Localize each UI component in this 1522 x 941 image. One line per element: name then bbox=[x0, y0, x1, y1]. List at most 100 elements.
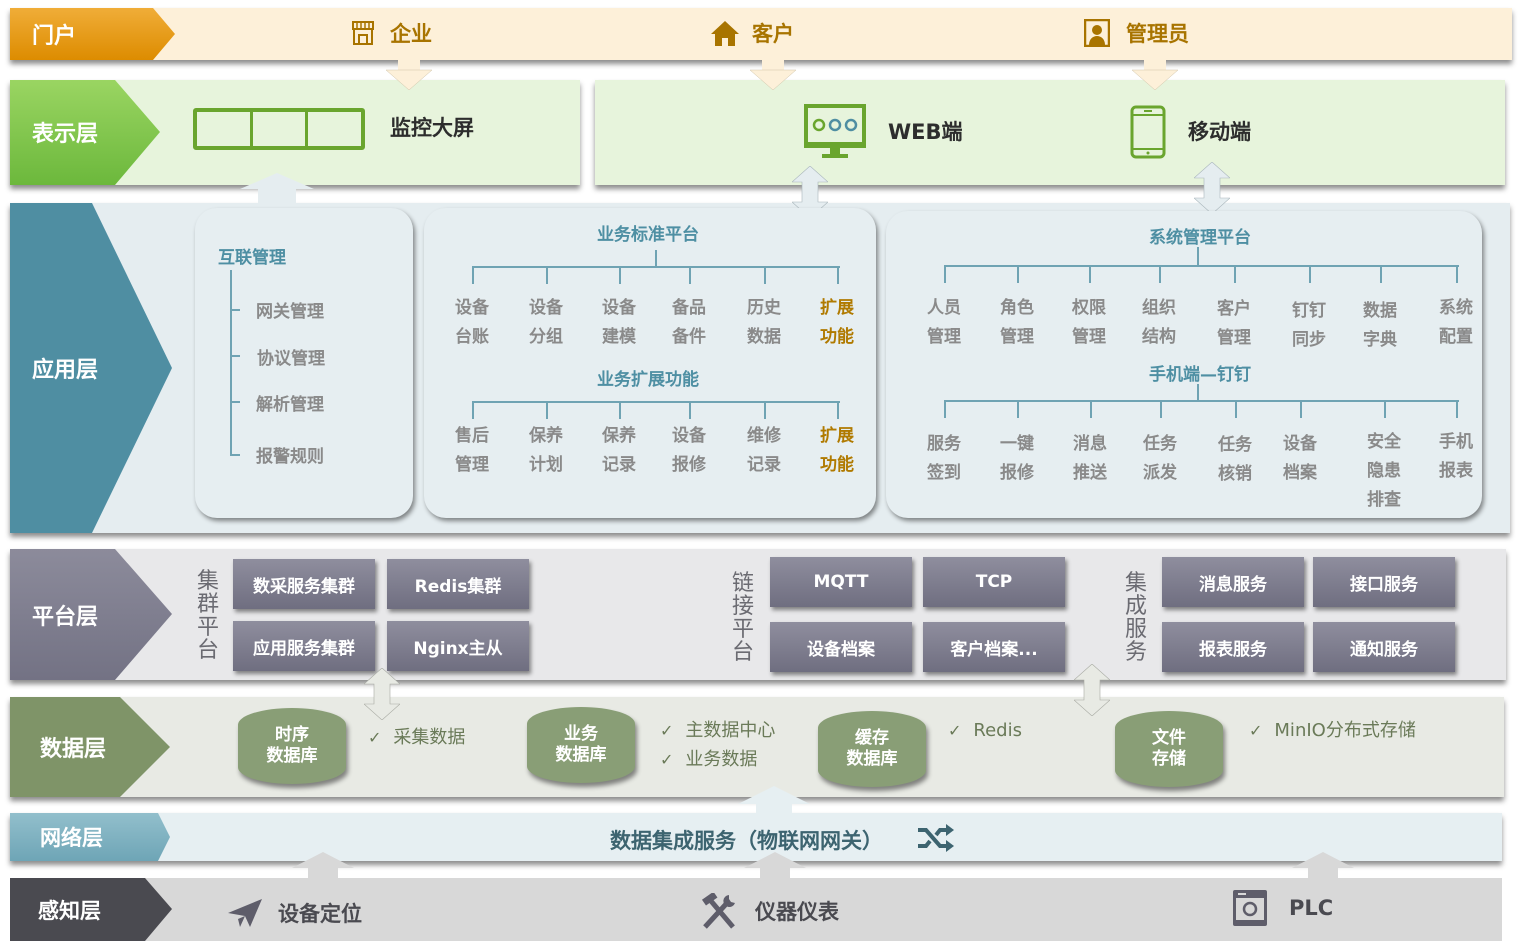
tree-branch bbox=[230, 309, 240, 311]
feature-item[interactable]: 服务 签到 bbox=[927, 434, 961, 483]
system-management-card bbox=[886, 211, 1482, 518]
feature-item[interactable]: 设备 建模 bbox=[602, 298, 636, 347]
platform-service-box[interactable]: 应用服务集群 bbox=[233, 621, 375, 671]
presentation-band-right bbox=[595, 80, 1505, 185]
tree-branch bbox=[1456, 400, 1458, 418]
up-arrow-icon bbox=[240, 173, 314, 209]
feature-item[interactable]: 手机 报表 bbox=[1439, 432, 1473, 481]
tree-branch bbox=[619, 401, 621, 419]
platform-service-box[interactable]: Nginx主从 bbox=[387, 621, 529, 671]
tree-branch bbox=[1089, 265, 1091, 283]
iot-item[interactable]: 网关管理 bbox=[256, 302, 324, 322]
tree-branch bbox=[1300, 400, 1302, 418]
platform-service-box[interactable]: 通知服务 bbox=[1313, 622, 1455, 672]
platform-service-box[interactable]: 数采服务集群 bbox=[233, 559, 375, 609]
feature-item[interactable]: 设备 报修 bbox=[672, 426, 706, 475]
perception-item-instruments[interactable]: 仪器仪表 bbox=[699, 893, 839, 929]
perception-layer-label: 感知层 bbox=[38, 898, 101, 923]
tree-branch bbox=[944, 265, 946, 283]
home-icon bbox=[711, 21, 739, 46]
platform-service-box[interactable]: 设备档案 bbox=[770, 622, 912, 672]
iot-item[interactable]: 解析管理 bbox=[256, 395, 324, 415]
presentation-layer-tag: 表示层 bbox=[10, 80, 175, 185]
iot-item[interactable]: 报警规则 bbox=[256, 447, 324, 467]
tree-branch bbox=[472, 401, 474, 419]
platform-service-box[interactable]: 消息服务 bbox=[1162, 557, 1304, 607]
portal-item-admin[interactable]: 管理员 bbox=[1084, 18, 1189, 48]
tree-branch bbox=[689, 401, 691, 419]
cache-db[interactable]: 缓存 数据库 bbox=[818, 711, 926, 787]
perception-item-location[interactable]: 设备定位 bbox=[228, 898, 362, 928]
business-extension-title: 业务扩展功能 bbox=[597, 370, 699, 390]
data-layer-tag: 数据层 bbox=[10, 697, 175, 797]
feature-item[interactable]: 备品 备件 bbox=[672, 298, 706, 347]
feature-item[interactable]: 角色 管理 bbox=[1000, 298, 1034, 347]
data-note: ✓采集数据 bbox=[368, 727, 466, 748]
up-arrow-icon bbox=[744, 852, 806, 888]
feature-item[interactable]: 组织 结构 bbox=[1142, 298, 1176, 347]
perception-item-label: PLC bbox=[1289, 896, 1334, 920]
feature-item[interactable]: 钉钉 同步 bbox=[1292, 301, 1326, 350]
web-client-label[interactable]: WEB端 bbox=[888, 120, 963, 144]
platform-service-box[interactable]: MQTT bbox=[770, 557, 912, 607]
up-arrow-icon bbox=[1292, 852, 1354, 888]
tree-branch bbox=[1090, 400, 1092, 418]
paper-plane-icon bbox=[228, 899, 262, 927]
tree-line bbox=[1197, 247, 1199, 267]
tree-branch bbox=[230, 401, 240, 403]
tree-branch bbox=[230, 355, 240, 357]
portal-item-enterprise[interactable]: 企业 bbox=[350, 18, 432, 48]
double-arrow-icon bbox=[364, 668, 400, 720]
iot-item[interactable]: 协议管理 bbox=[257, 349, 325, 369]
perception-item-label: 设备定位 bbox=[278, 902, 362, 926]
feature-item[interactable]: 数据 字典 bbox=[1363, 301, 1397, 350]
extension-feature-item[interactable]: 扩展 功能 bbox=[820, 298, 854, 347]
feature-item[interactable]: 设备 档案 bbox=[1283, 434, 1317, 483]
platform-service-box[interactable]: Redis集群 bbox=[387, 559, 529, 609]
monitor-screen-label[interactable]: 监控大屏 bbox=[390, 116, 474, 140]
feature-item[interactable]: 消息 推送 bbox=[1073, 434, 1107, 483]
portal-layer-tag: 门户 bbox=[10, 8, 175, 60]
feature-item[interactable]: 客户 管理 bbox=[1217, 299, 1251, 348]
perception-item-plc[interactable]: PLC bbox=[1233, 890, 1333, 926]
feature-item[interactable]: 人员 管理 bbox=[927, 298, 961, 347]
business-db[interactable]: 业务 数据库 bbox=[527, 707, 635, 783]
feature-item[interactable]: 一键 报修 bbox=[1000, 434, 1034, 483]
cluster-platform-label: 集 群 平 台 bbox=[196, 569, 219, 663]
feature-item[interactable]: 设备 台账 bbox=[455, 298, 489, 347]
platform-service-box[interactable]: 接口服务 bbox=[1313, 557, 1455, 607]
tree-line bbox=[472, 266, 840, 268]
feature-item[interactable]: 安全 隐患 排查 bbox=[1367, 432, 1401, 510]
mobile-client-label[interactable]: 移动端 bbox=[1188, 120, 1251, 144]
feature-item[interactable]: 保养 记录 bbox=[602, 426, 636, 475]
portal-item-customer[interactable]: 客户 bbox=[710, 18, 794, 48]
tree-branch bbox=[1384, 400, 1386, 418]
business-platform-card bbox=[424, 208, 876, 518]
feature-item[interactable]: 系统 配置 bbox=[1439, 298, 1473, 347]
feature-item[interactable]: 权限 管理 bbox=[1072, 298, 1106, 347]
platform-service-box[interactable]: 报表服务 bbox=[1162, 622, 1304, 672]
link-platform-label: 链 接 平 台 bbox=[731, 571, 754, 665]
web-monitor-icon bbox=[804, 104, 866, 158]
file-storage[interactable]: 文件 存储 bbox=[1115, 711, 1223, 787]
iot-gateway-service[interactable]: 数据集成服务（物联网网关） bbox=[610, 829, 883, 853]
portal-item-label: 企业 bbox=[390, 22, 432, 46]
platform-service-box[interactable]: TCP bbox=[923, 557, 1065, 607]
feature-item[interactable]: 设备 分组 bbox=[529, 298, 563, 347]
tree-branch bbox=[546, 266, 548, 284]
feature-item[interactable]: 任务 派发 bbox=[1143, 434, 1177, 483]
data-note: ✓主数据中心 bbox=[660, 720, 776, 741]
tree-branch bbox=[472, 266, 474, 284]
feature-item[interactable]: 任务 核销 bbox=[1218, 435, 1252, 484]
feature-item[interactable]: 维修 记录 bbox=[747, 426, 781, 475]
data-layer-label: 数据层 bbox=[40, 737, 107, 762]
timeseries-db[interactable]: 时序 数据库 bbox=[238, 708, 346, 784]
feature-item[interactable]: 保养 计划 bbox=[529, 426, 563, 475]
mobile-dingtalk-title: 手机端—钉钉 bbox=[1149, 365, 1251, 385]
feature-item[interactable]: 历史 数据 bbox=[747, 298, 781, 347]
tree-line bbox=[944, 400, 1459, 402]
platform-service-box[interactable]: 客户档案... bbox=[923, 622, 1065, 672]
extension-feature-item[interactable]: 扩展 功能 bbox=[820, 426, 854, 475]
feature-item[interactable]: 售后 管理 bbox=[455, 426, 489, 475]
data-note: ✓业务数据 bbox=[660, 749, 758, 770]
